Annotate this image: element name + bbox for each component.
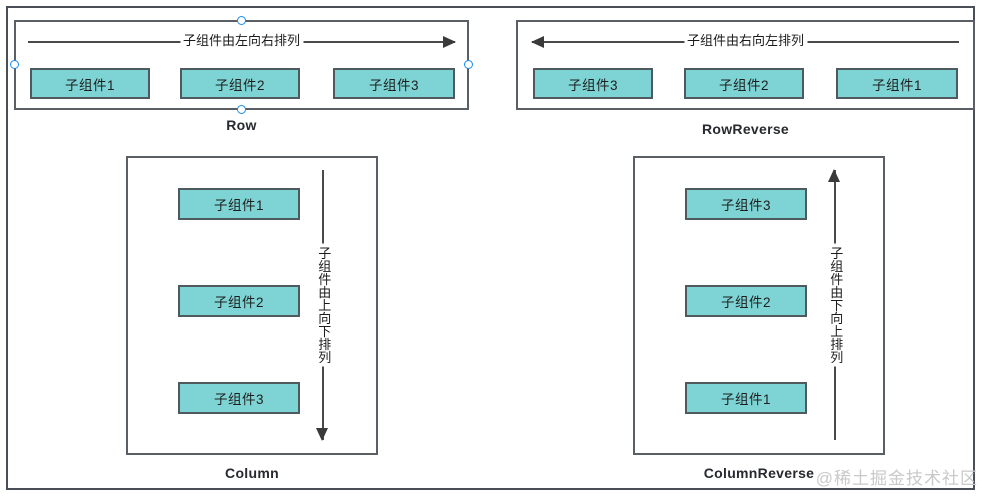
row-child-box-3[interactable]: 子组件3 — [333, 68, 455, 99]
row-label: Row — [226, 117, 257, 133]
row-arrow: 子组件由左向右排列 — [28, 32, 456, 51]
row-reverse-child-box-3[interactable]: 子组件1 — [836, 68, 958, 99]
column-reverse-child-box-3[interactable]: 子组件1 — [685, 382, 807, 414]
column-reverse-child-box-1[interactable]: 子组件3 — [685, 188, 807, 220]
column-child-box-2-label: 子组件2 — [213, 295, 264, 310]
row-child-box-3-label: 子组件3 — [368, 77, 419, 93]
row-child-box-1-label: 子组件1 — [64, 77, 115, 93]
selection-handle-top[interactable] — [237, 16, 246, 25]
column-child-box-1-label: 子组件1 — [213, 198, 264, 213]
column-arrow: 子组件由上向下排列 — [313, 170, 333, 441]
column-reverse-label: ColumnReverse — [703, 465, 815, 481]
column-reverse-arrow: 子组件由下向上排列 — [825, 169, 845, 440]
row-reverse-child-box-2[interactable]: 子组件2 — [684, 68, 804, 99]
column-reverse-child-box-1-label: 子组件3 — [720, 198, 771, 213]
row-reverse-arrow: 子组件由右向左排列 — [531, 32, 959, 51]
watermark: @稀土掘金技术社区 — [815, 469, 978, 488]
row-reverse-child-box-1-label: 子组件3 — [567, 77, 618, 93]
arrow-head-down-icon — [316, 428, 328, 441]
row-reverse-child-box-3-label: 子组件1 — [871, 77, 922, 93]
column-reverse-arrow-caption: 子组件由下向上排列 — [827, 243, 843, 367]
row-reverse-child-box-2-label: 子组件2 — [718, 77, 769, 93]
page-frame — [6, 6, 975, 490]
arrow-head-up-icon — [828, 169, 840, 182]
selection-handle-bottom[interactable] — [237, 105, 246, 114]
row-child-box-2-label: 子组件2 — [214, 77, 265, 93]
arrow-head-left-icon — [531, 36, 544, 48]
column-reverse-child-box-2[interactable]: 子组件2 — [685, 285, 807, 317]
row-child-box-2[interactable]: 子组件2 — [180, 68, 300, 99]
row-child-box-1[interactable]: 子组件1 — [30, 68, 150, 99]
column-arrow-caption: 子组件由上向下排列 — [315, 243, 331, 367]
selection-handle-right[interactable] — [464, 60, 473, 69]
row-reverse-child-box-1[interactable]: 子组件3 — [533, 68, 653, 99]
arrow-head-right-icon — [443, 36, 456, 48]
column-child-box-3[interactable]: 子组件3 — [178, 382, 300, 414]
row-reverse-label: RowReverse — [701, 121, 790, 137]
column-label: Column — [225, 465, 279, 481]
column-child-box-2[interactable]: 子组件2 — [178, 285, 300, 317]
row-arrow-caption: 子组件由左向右排列 — [179, 32, 304, 50]
column-reverse-child-box-2-label: 子组件2 — [720, 295, 771, 310]
column-reverse-child-box-3-label: 子组件1 — [720, 392, 771, 407]
row-reverse-arrow-caption: 子组件由右向左排列 — [683, 32, 808, 50]
column-child-box-1[interactable]: 子组件1 — [178, 188, 300, 220]
selection-handle-left[interactable] — [10, 60, 19, 69]
column-child-box-3-label: 子组件3 — [213, 392, 264, 407]
